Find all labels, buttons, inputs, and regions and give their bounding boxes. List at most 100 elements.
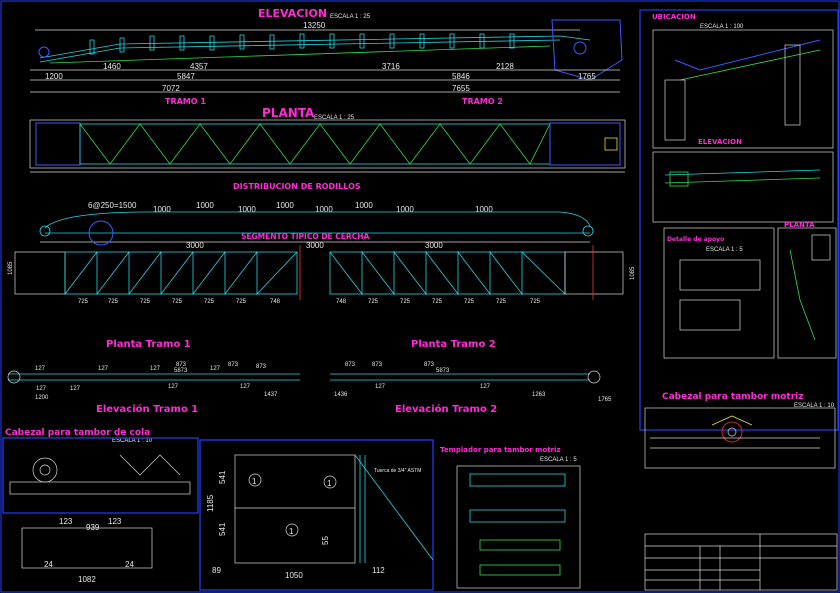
svg-text:127: 127 [36, 386, 47, 392]
balloon-1b [323, 475, 337, 489]
plan-scale: ESCALA 1 : 25 [314, 115, 355, 121]
svg-text:725: 725 [432, 299, 443, 305]
tail-head-dims: 123 939 123 24 1082 24 [44, 517, 134, 584]
roller-spacing-lower: 3000 3000 3000 [186, 241, 443, 250]
svg-text:24: 24 [125, 560, 134, 569]
svg-text:748: 748 [270, 299, 281, 305]
svg-text:127: 127 [480, 384, 491, 390]
elev-tramo1-dims: 873 873 873 5873 127 127 127 127 127 127… [35, 362, 278, 401]
tail-head-title: Cabezal para tambor de cola [5, 428, 150, 438]
elev-tramo1-title: Elevación Tramo 1 [96, 403, 198, 415]
location-elevation-label: ELEVACION [698, 138, 742, 146]
balloon-1c [285, 523, 299, 537]
elevation-dim-5846: 5846 [452, 72, 470, 81]
svg-text:127: 127 [240, 384, 251, 390]
svg-text:1: 1 [327, 479, 332, 488]
drive-head-scale: ESCALA 1 : 10 [794, 403, 835, 409]
elevation-total-dim: 13250 [303, 21, 326, 30]
balloon-1a [248, 473, 262, 487]
distribution-title: DISTRIBUCION DE RODILLOS [233, 182, 361, 191]
location-title: UBICACION [652, 13, 696, 21]
elevation-dims-row1: 1200 1460 4357 3716 2128 1765 [45, 62, 596, 81]
detail-callout-icon [88, 220, 114, 246]
svg-text:3000: 3000 [425, 241, 443, 250]
support-detail-scale: ESCALA 1 : 5 [706, 247, 743, 253]
svg-text:725: 725 [496, 299, 507, 305]
svg-text:1000: 1000 [396, 205, 414, 214]
bracket-dim-height: 1185 [206, 494, 215, 512]
bracket-dim-left-top: 541 [218, 470, 227, 484]
svg-text:24: 24 [44, 560, 53, 569]
svg-text:873: 873 [372, 362, 383, 368]
plan-title: PLANTA [262, 106, 315, 120]
truss-right-bays: 748 725 725 725 725 725 725 [336, 299, 541, 305]
elevation-view: ELEVACION ESCALA 1 : 25 13250 [30, 7, 623, 93]
tail-pulley-icon [38, 46, 50, 58]
elevation-title: ELEVACION [258, 7, 327, 20]
svg-text:725: 725 [172, 299, 183, 305]
truss-right-height: 1085 [630, 266, 636, 280]
elevation-scale: ESCALA 1 : 25 [330, 14, 371, 20]
svg-text:1437: 1437 [264, 392, 278, 398]
svg-text:123: 123 [108, 517, 122, 526]
svg-text:939: 939 [86, 523, 100, 532]
head-hopper [551, 19, 623, 81]
svg-text:127: 127 [98, 366, 109, 372]
tail-pulley-icon [32, 457, 58, 483]
svg-text:127: 127 [150, 366, 161, 372]
svg-text:2128: 2128 [496, 62, 514, 71]
svg-text:1000: 1000 [315, 205, 333, 214]
svg-text:1000: 1000 [355, 201, 373, 210]
svg-text:5873: 5873 [436, 368, 450, 374]
location-scale: ESCALA 1 : 100 [700, 24, 744, 30]
svg-text:873: 873 [424, 362, 435, 368]
drive-head-detail: Cabezal para tambor motriz ESCALA 1 : 10 [644, 392, 836, 469]
truss-title: SEGMENTO TIPICO DE CERCHA [241, 232, 369, 241]
tensioner-title: Templador para tambor motriz [440, 446, 561, 454]
bracket-dim-112: 112 [372, 566, 385, 575]
support-detail-title: Detalle de apoyo [667, 236, 724, 243]
title-block[interactable] [644, 533, 838, 591]
elevation-dim-7072: 7072 [162, 84, 180, 93]
svg-text:1000: 1000 [276, 201, 294, 210]
svg-text:1: 1 [289, 527, 294, 536]
tramo1-label: TRAMO 1 [165, 97, 206, 106]
drive-pulley-icon [721, 421, 743, 443]
svg-text:1: 1 [252, 477, 257, 486]
svg-text:3000: 3000 [306, 241, 324, 250]
location-plan-label: PLANTA [784, 221, 815, 229]
roller-spacing-first: 6@250=1500 [88, 201, 137, 210]
bracket-note: Tuerca de 3/4" ASTM [374, 468, 421, 474]
svg-text:127: 127 [168, 384, 179, 390]
plan-view: TRAMO 1 TRAMO 2 PLANTA ESCALA 1 : 25 [29, 97, 626, 173]
svg-text:1000: 1000 [196, 201, 214, 210]
svg-text:127: 127 [210, 366, 221, 372]
svg-text:873: 873 [176, 362, 187, 368]
svg-text:1765: 1765 [598, 397, 612, 403]
plan-tramo2-title: Planta Tramo 2 [411, 339, 496, 350]
truss-left-bays: 725 725 725 725 725 725 748 [78, 299, 281, 305]
svg-text:873: 873 [345, 362, 356, 368]
svg-text:725: 725 [400, 299, 411, 305]
svg-text:1436: 1436 [334, 392, 348, 398]
location-panel: UBICACION ESCALA 1 : 100 ELEVACION PLANT… [639, 9, 839, 431]
svg-text:1200: 1200 [35, 395, 49, 401]
elevation-rollers [89, 33, 515, 55]
svg-text:1460: 1460 [103, 62, 121, 71]
svg-text:725: 725 [140, 299, 151, 305]
svg-text:725: 725 [530, 299, 541, 305]
svg-text:4357: 4357 [190, 62, 208, 71]
svg-text:725: 725 [464, 299, 475, 305]
bracket-dim-89: 89 [212, 566, 221, 575]
svg-text:725: 725 [78, 299, 89, 305]
tail-head-scale: ESCALA 1 : 10 [112, 438, 153, 444]
svg-text:1263: 1263 [532, 392, 546, 398]
elevation-dim-7655: 7655 [452, 84, 470, 93]
svg-text:1082: 1082 [78, 575, 96, 584]
svg-text:123: 123 [59, 517, 73, 526]
tensioner-detail: Templador para tambor motriz ESCALA 1 : … [440, 446, 581, 589]
roller-distribution: DISTRIBUCION DE RODILLOS 6@250=1500 1000… [39, 182, 594, 250]
svg-text:725: 725 [204, 299, 215, 305]
